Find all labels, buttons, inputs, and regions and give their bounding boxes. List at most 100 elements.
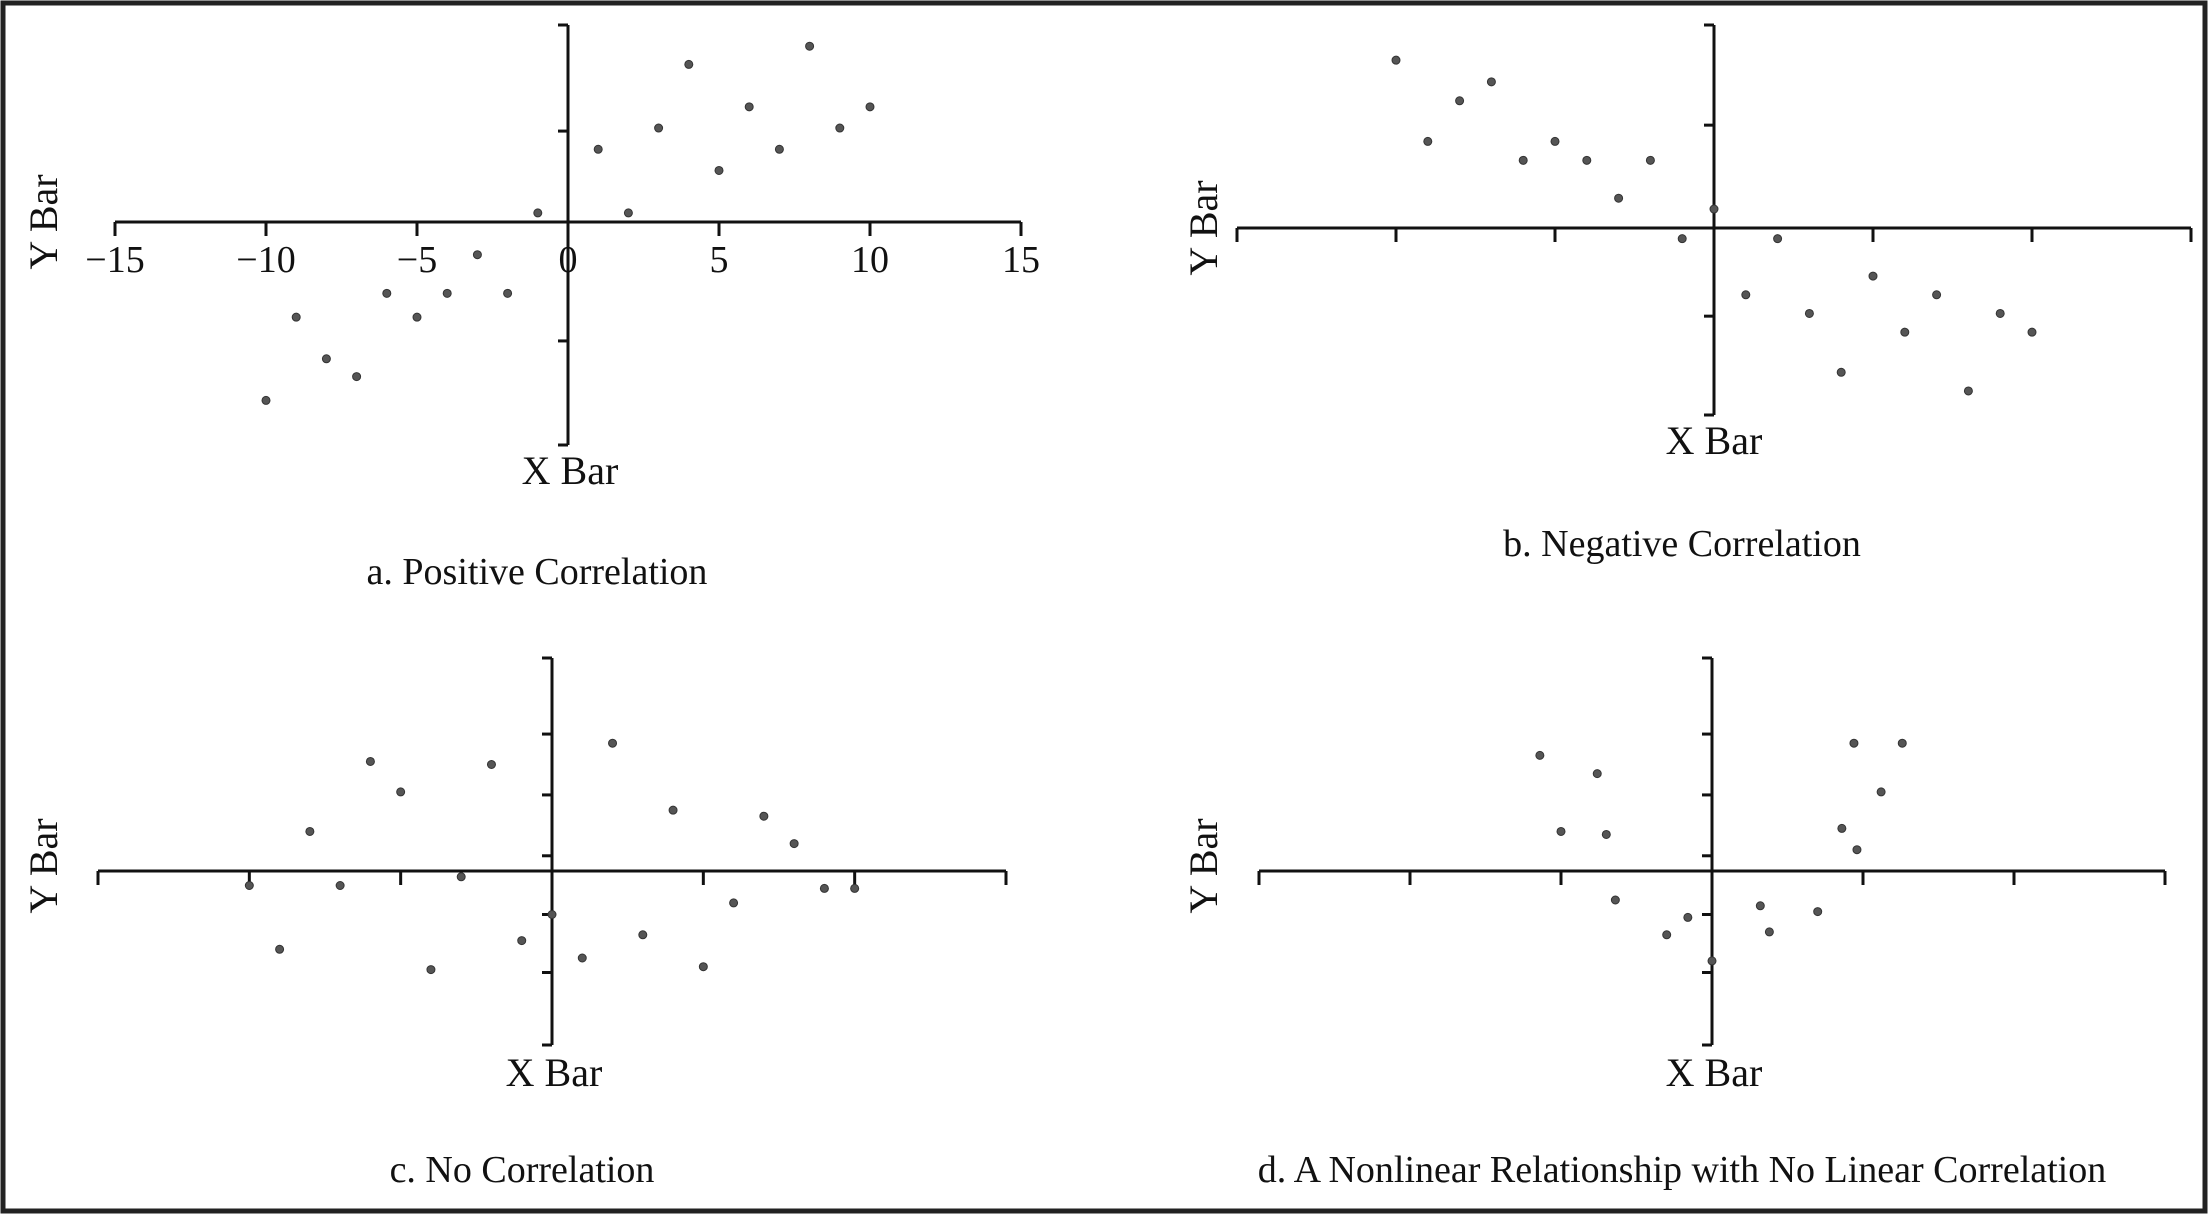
- panel-a-y-ticks: [558, 129, 568, 343]
- panel-b-data-point: [1518, 155, 1528, 165]
- panel-a-x-axis-label: X Bar: [522, 448, 619, 493]
- panel-d-data-point: [1707, 956, 1717, 966]
- panel-d-data-point: [1683, 912, 1693, 922]
- panel-c: X Bar Y Bar c. No Correlation: [21, 656, 1008, 1191]
- panel-a-data-point: [472, 250, 482, 260]
- panel-a-data-point: [774, 144, 784, 154]
- panel-d-data-point: [1876, 787, 1886, 797]
- panel-c-data-point: [577, 953, 587, 963]
- panel-c-caption: c. No Correlation: [390, 1149, 655, 1191]
- panel-a-data-point: [382, 288, 392, 298]
- panel-b-data-point: [1868, 271, 1878, 281]
- panel-a-x-tick-label: 0: [559, 239, 578, 281]
- panel-c-y-axis-label: Y Bar: [21, 818, 66, 913]
- panel-c-data-point: [486, 760, 496, 769]
- panel-d-data-point: [1662, 930, 1672, 940]
- panel-a-data-point: [684, 59, 694, 69]
- panel-a-data-point: [291, 312, 301, 322]
- panel-d-axes: [1259, 656, 2165, 1047]
- panel-b-data-point: [1423, 136, 1433, 146]
- panel-b-data-point: [1804, 308, 1814, 318]
- panel-d-data-point: [1813, 907, 1823, 917]
- panel-a-data-point: [805, 41, 815, 51]
- panel-b-data-point: [2027, 327, 2037, 337]
- panel-c-data-point: [698, 962, 708, 972]
- panel-a-data-point: [321, 354, 331, 364]
- panel-a-data-point: [744, 102, 754, 112]
- panel-b-data-point: [1582, 155, 1592, 165]
- panel-a-data-point: [442, 288, 452, 298]
- panel-b-data-point: [1486, 77, 1496, 87]
- panel-b-data-point: [1455, 96, 1465, 106]
- panel-c-data-point: [305, 826, 315, 836]
- panel-d-data-point: [1556, 826, 1566, 836]
- panel-b-points: [1391, 55, 2037, 396]
- panel-a-x-tick-label: 5: [710, 239, 729, 281]
- panel-b-axes: [1237, 23, 2191, 417]
- panel-d: X Bar Y Bar d. A Nonlinear Relationship …: [1181, 656, 2167, 1191]
- panel-a-data-point: [593, 144, 603, 154]
- panel-a-data-point: [533, 208, 543, 218]
- panel-d-x-ticks: [1257, 871, 2167, 885]
- panel-d-data-point: [1897, 738, 1907, 748]
- panel-d-data-point: [1755, 901, 1765, 911]
- panel-a-caption: a. Positive Correlation: [367, 551, 708, 593]
- panel-c-data-point: [365, 756, 375, 766]
- panel-a-data-point: [352, 372, 362, 382]
- panel-b-data-point: [1995, 308, 2005, 318]
- panel-a-x-ticks: [113, 222, 1023, 236]
- panel-c-data-point: [638, 930, 648, 940]
- panel-a-x-tick-label: 10: [851, 239, 889, 281]
- panel-d-data-point: [1852, 845, 1862, 855]
- panel-b-data-point: [1709, 204, 1719, 214]
- panel-b-y-ticks: [1704, 123, 1714, 318]
- panel-d-data-point: [1610, 895, 1620, 905]
- panel-a-points: [261, 41, 875, 405]
- panel-b-x-axis-label: X Bar: [1666, 418, 1763, 463]
- panel-c-data-point: [547, 910, 557, 919]
- panel-b-data-point: [1614, 193, 1624, 203]
- panel-b-data-point: [1645, 155, 1655, 165]
- panel-c-axes: [98, 656, 1006, 1047]
- panel-d-caption: d. A Nonlinear Relationship with No Line…: [1258, 1149, 2107, 1191]
- panel-a-data-point: [503, 288, 513, 298]
- panel-c-x-ticks: [96, 871, 1008, 885]
- panel-c-data-point: [517, 936, 527, 946]
- panel-d-data-point: [1849, 738, 1859, 748]
- panel-c-points: [244, 738, 860, 975]
- panel-b-data-point: [1932, 290, 1942, 300]
- panel-b-data-point: [1391, 55, 1401, 65]
- panel-a-data-point: [261, 395, 271, 405]
- panel-a-data-point: [835, 123, 845, 133]
- panel-b-data-point: [1773, 234, 1783, 244]
- panel-c-data-point: [426, 965, 436, 975]
- panel-a-data-point: [865, 102, 875, 112]
- panel-d-data-point: [1837, 823, 1847, 833]
- panel-c-data-point: [759, 811, 769, 821]
- panel-c-x-axis-label: X Bar: [506, 1050, 603, 1095]
- panel-d-points: [1535, 738, 1907, 966]
- panel-b-data-point: [1963, 386, 1973, 396]
- panel-c-data-point: [396, 787, 406, 797]
- panel-c-data-point: [850, 883, 860, 893]
- panel-a-x-tick-label: 15: [1002, 239, 1040, 281]
- panel-a-x-tick-label: −5: [397, 239, 437, 281]
- panel-c-data-point: [729, 898, 739, 908]
- panel-c-data-point: [789, 839, 799, 849]
- panel-c-data-point: [819, 883, 829, 893]
- panel-b-data-point: [1900, 327, 1910, 337]
- panel-b-data-point: [1550, 136, 1560, 146]
- panel-a-x-tick-label: −15: [85, 239, 144, 281]
- panel-b-y-axis-label: Y Bar: [1181, 180, 1226, 275]
- panel-c-data-point: [275, 944, 285, 954]
- panel-d-x-axis-label: X Bar: [1666, 1050, 1763, 1095]
- panel-b-data-point: [1741, 290, 1751, 300]
- panel-c-data-point: [608, 738, 618, 748]
- panel-a-data-point: [412, 312, 422, 322]
- panel-d-data-point: [1764, 927, 1774, 937]
- panel-c-data-point: [456, 872, 466, 882]
- panel-b: X Bar Y Bar b. Negative Correlation: [1181, 23, 2193, 565]
